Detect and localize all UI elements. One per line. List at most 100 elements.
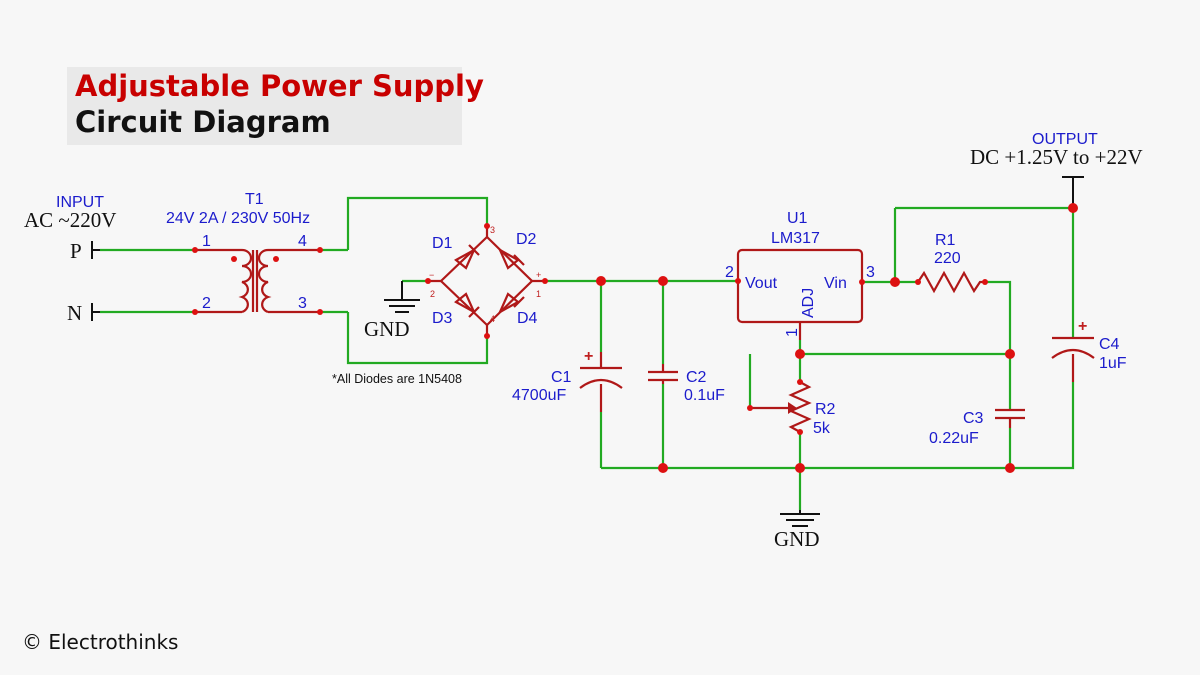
input-voltage: AC ~220V [24,208,116,232]
bridge-node-right [542,278,548,284]
t1-pin-2: 2 [202,295,211,312]
bridge-pin-3: 3 [490,225,495,235]
r1-node-right [982,279,988,285]
transformer-t1: T1 24V 2A / 230V 50Hz 1 2 4 3 [166,191,348,314]
c1-curved-plate [579,378,623,389]
input-n-label: N [67,301,82,325]
output-label: OUTPUT [1032,131,1098,148]
c4-plates [1052,336,1094,382]
output-terminal: OUTPUT DC +1.25V to +22V [970,131,1143,208]
t1-node-1 [192,247,198,253]
t1-node-4 [317,247,323,253]
t1-primary-leads [195,248,242,314]
wire-t1-pin3-bridge-bottom [346,312,489,365]
r1-value: 220 [934,250,961,267]
t1-node-2 [192,309,198,315]
title-box: Adjustable Power Supply Circuit Diagram [67,67,484,145]
terminal-n-symbol [91,303,100,321]
junction-vin [890,277,900,287]
u1-node-vout [735,278,741,284]
wires [100,196,1075,510]
bridge-rectifier: D1 D2 D3 D4 3 2 1 4 − + *All Diodes are … [332,225,545,386]
u1-pin-vin: Vin [824,275,847,292]
c4-curved-plate [1051,348,1095,359]
r2-ref: R2 [815,401,836,418]
bridge-node-top [484,223,490,229]
t1-core [251,250,259,312]
copyright-notice: © Electrothinks [22,630,179,654]
capacitor-c1: + C1 4700uF [512,348,623,412]
c2-ref: C2 [686,369,707,386]
t1-pin-1: 1 [202,233,211,250]
r1-node-left [915,279,921,285]
u1-part: LM317 [771,230,820,247]
t1-secondary-leads [268,248,320,314]
junction-c2-bottom [658,463,668,473]
wire-ground-rail [601,382,1075,470]
t1-ref: T1 [245,191,264,208]
c1-ref: C1 [551,369,572,386]
regulator-u1: U1 LM317 Vout Vin ADJ 2 3 1 [725,210,875,340]
t1-node-3 [317,309,323,315]
t1-primary-coil [238,248,253,314]
diode-d2 [497,247,525,270]
bridge-minus: − [429,270,434,280]
u1-pin-3: 3 [866,264,875,281]
t1-polarity-dot-secondary [273,256,279,262]
r2-node-bottom [797,429,803,435]
r1-ref: R1 [935,232,956,249]
bridge-pin-4: 4 [490,314,495,324]
u1-ref: U1 [787,210,808,227]
r2-value: 5k [813,420,831,437]
c4-value: 1uF [1099,355,1127,372]
bridge-node-bottom [484,333,490,339]
t1-secondary-wires [320,248,348,314]
junction-adj [795,349,805,359]
potentiometer-r2: R2 5k [750,381,836,437]
gnd-main-label: GND [774,527,820,551]
junction-output [1068,203,1078,213]
diode-d3 [454,292,480,318]
c1-value: 4700uF [512,387,566,404]
r2-node-wiper [747,405,753,411]
diode-d1 [454,244,480,270]
resistor-r1: R1 220 [917,232,985,294]
u1-pin-2: 2 [725,264,734,281]
junctions [192,203,1078,473]
u1-pin-vout: Vout [745,275,778,292]
c2-value: 0.1uF [684,387,725,404]
t1-pin-4: 4 [298,233,307,250]
input-p-label: P [70,239,82,263]
title-line-2: Circuit Diagram [75,105,331,139]
wire-t1-pin4-bridge-top [346,196,489,250]
input-terminals: P N INPUT AC ~220V [24,194,116,325]
gnd-main-glyph [780,510,820,527]
r2-wiper-arrow [788,402,797,414]
u1-pin-1: 1 [784,328,801,337]
r1-zigzag [917,270,985,294]
bridge-pin-2: 2 [430,289,435,299]
ground-symbol-bridge: GND [364,281,420,341]
junction-c2-top [658,276,668,286]
output-voltage: DC +1.25V to +22V [970,145,1143,169]
t1-rating: 24V 2A / 230V 50Hz [166,210,310,227]
bridge-leads [428,226,545,336]
junction-c3-top [1005,349,1015,359]
d3-label: D3 [432,310,453,327]
output-terminal-symbol [1062,176,1084,208]
u1-node-vin [859,279,865,285]
c1-plates [580,352,622,412]
diode-d4 [497,292,525,315]
capacitor-c3: C3 0.22uF [929,408,1025,447]
d2-label: D2 [516,231,537,248]
wire-r1-c3 [985,280,1012,410]
c3-plates [995,408,1025,428]
t1-polarity-dot-primary [231,256,237,262]
junction-gnd [795,463,805,473]
t1-secondary-coil [257,248,272,314]
gnd-bridge-glyph [384,281,420,313]
c4-ref: C4 [1099,336,1120,353]
c3-ref: C3 [963,410,984,427]
